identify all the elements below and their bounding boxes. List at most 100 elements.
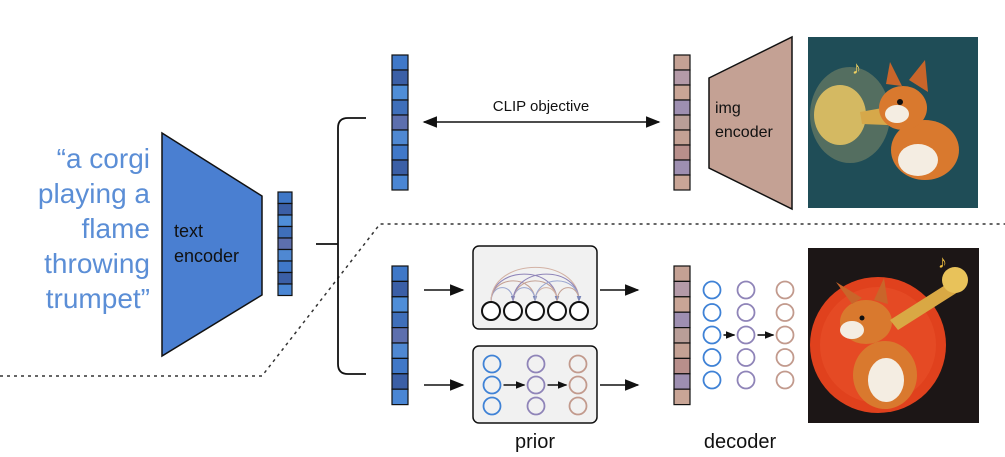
latent-circle xyxy=(526,396,546,416)
image-embedding-cell xyxy=(673,280,691,298)
text-encoder-block xyxy=(161,131,263,358)
image-embedding-cell xyxy=(673,342,691,359)
autoregressive-arcs xyxy=(490,266,582,303)
text-embedding-cell xyxy=(277,225,293,239)
token-circle xyxy=(569,301,589,321)
image-embedding-cell xyxy=(673,296,691,313)
dependency-arc xyxy=(556,287,582,303)
latent-circle xyxy=(702,280,722,300)
text-embedding-cell xyxy=(391,69,409,86)
latent-circle xyxy=(568,354,588,374)
corgi-trumpet-image-bottom: ♪ xyxy=(808,248,979,423)
image-embedding-cell xyxy=(673,388,691,406)
split-bracket xyxy=(316,117,366,375)
latent-circle xyxy=(702,303,722,322)
text-embedding-cell xyxy=(391,280,409,298)
autoregressive-token-circles xyxy=(481,301,589,321)
text-embedding-cell xyxy=(277,260,293,274)
text-embedding-cell xyxy=(277,283,293,297)
autoregressive-prior-box xyxy=(472,245,598,330)
text-embedding-top xyxy=(391,54,409,191)
text-embedding-cell xyxy=(391,265,409,282)
text-embedding-bottom xyxy=(391,265,409,406)
text-embedding-cell xyxy=(277,248,293,262)
image-embedding-cell xyxy=(673,114,691,131)
img-encoder-block xyxy=(708,35,793,211)
text-embedding-cell xyxy=(391,174,409,191)
decoder-label: decoder xyxy=(704,431,777,453)
text-embedding-cell xyxy=(391,54,409,71)
svg-text:♪: ♪ xyxy=(938,252,947,272)
image-embedding-cell xyxy=(673,373,691,390)
caption-line-2: playing a xyxy=(37,178,150,209)
latent-circle xyxy=(526,354,546,374)
text-embedding-cell xyxy=(277,214,293,228)
text-embedding-cell xyxy=(391,388,409,406)
token-circle xyxy=(481,301,501,321)
text-embedding-cell xyxy=(277,237,293,251)
image-embedding-cell xyxy=(673,129,691,146)
text-embedding-cell xyxy=(277,202,293,216)
image-embedding-bottom xyxy=(673,265,691,406)
image-embedding-cell xyxy=(673,311,691,329)
caption-line-3: flame xyxy=(81,213,150,244)
latent-circle xyxy=(702,325,722,345)
text-embedding-cell xyxy=(391,327,409,344)
latent-circle xyxy=(568,396,588,416)
text-embedding-cell xyxy=(391,144,409,161)
dashed-separator xyxy=(0,223,1005,377)
latent-circle xyxy=(482,354,502,374)
prior-label: prior xyxy=(515,431,555,453)
clip-objective-label: CLIP objective xyxy=(493,98,589,115)
latent-circle xyxy=(775,280,795,300)
latent-circle xyxy=(736,280,756,300)
text-encoder-label-line1: text xyxy=(174,221,203,241)
text-embedding-cell xyxy=(391,342,409,359)
text-embedding-cell xyxy=(391,357,409,375)
latent-circle xyxy=(775,348,795,367)
caption-line-5: trumpet” xyxy=(45,283,150,314)
text-embedding-small xyxy=(277,191,293,297)
image-embedding-cell xyxy=(673,54,691,71)
latent-circle xyxy=(736,370,756,390)
text-embedding-cell xyxy=(277,271,293,285)
latent-circle xyxy=(775,370,795,390)
text-embedding-cell xyxy=(391,296,409,313)
svg-text:♪: ♪ xyxy=(852,58,861,78)
corgi-trumpet-image-top: ♪ xyxy=(808,37,978,208)
caption-line-1: “a corgi xyxy=(56,143,150,174)
diffusion-prior-circles xyxy=(482,354,588,416)
image-embedding-cell xyxy=(673,174,691,191)
image-embedding-cell xyxy=(673,265,691,282)
caption-line-4: throwing xyxy=(44,248,150,279)
text-caption: “a corgi playing a flame throwing trumpe… xyxy=(10,141,150,316)
latent-circle xyxy=(568,375,588,395)
image-embedding-cell xyxy=(673,159,691,176)
latent-circle xyxy=(702,370,722,390)
latent-circle xyxy=(775,303,795,322)
text-embedding-cell xyxy=(391,129,409,146)
latent-circle xyxy=(736,303,756,322)
image-embedding-top xyxy=(673,54,691,191)
diffusion-prior-box xyxy=(472,345,598,424)
latent-circle xyxy=(526,375,546,395)
token-circle xyxy=(547,301,567,321)
latent-circle xyxy=(736,325,756,345)
text-embedding-cell xyxy=(391,373,409,390)
text-embedding-cell xyxy=(277,191,293,205)
text-embedding-cell xyxy=(391,114,409,131)
token-circle xyxy=(503,301,523,321)
img-encoder-label-line2: encoder xyxy=(715,124,773,141)
latent-circle xyxy=(482,375,502,395)
image-embedding-cell xyxy=(673,99,691,116)
latent-circle xyxy=(482,396,502,416)
image-embedding-cell xyxy=(673,357,691,375)
image-embedding-cell xyxy=(673,69,691,86)
text-embedding-cell xyxy=(391,159,409,176)
text-embedding-cell xyxy=(391,99,409,116)
img-encoder-label-line1: img xyxy=(715,100,741,117)
latent-circle xyxy=(702,348,722,367)
image-embedding-cell xyxy=(673,84,691,101)
text-embedding-cell xyxy=(391,311,409,329)
image-embedding-cell xyxy=(673,327,691,344)
